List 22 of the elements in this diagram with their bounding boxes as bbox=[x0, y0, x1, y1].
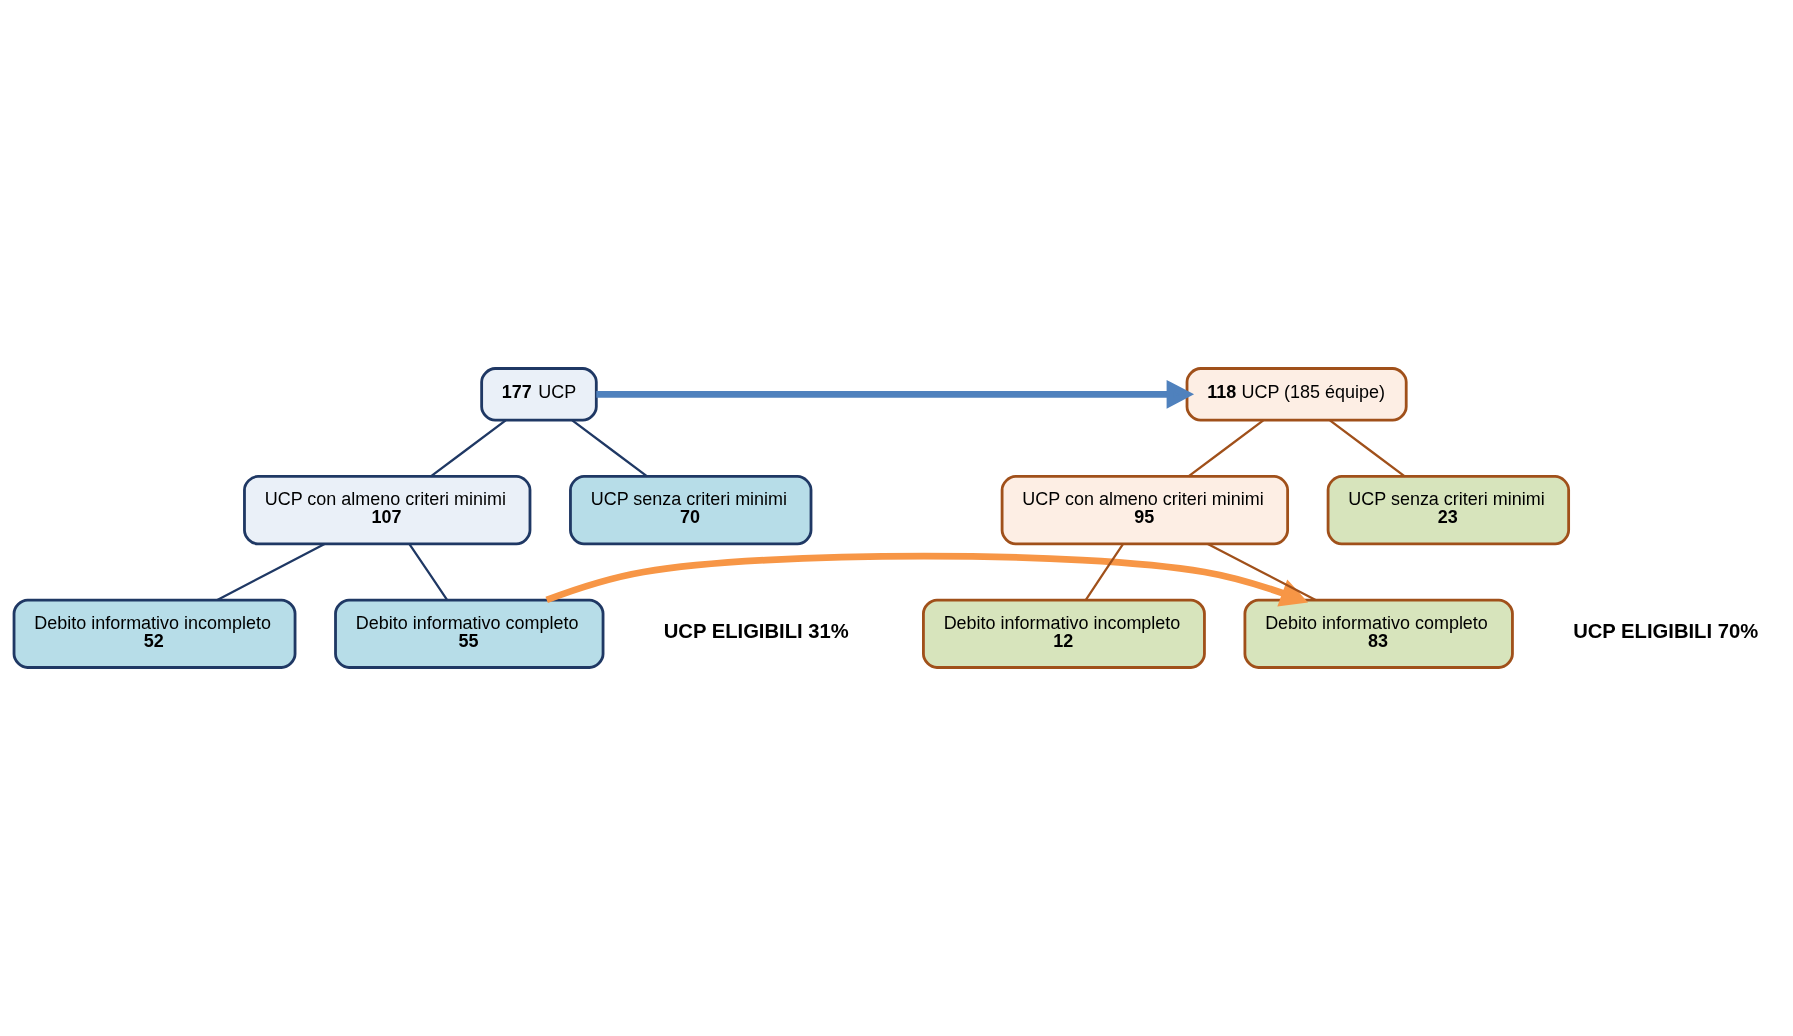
node-box: Debito informativo completo 55 bbox=[333, 598, 604, 669]
connector bbox=[571, 419, 648, 478]
connector bbox=[1084, 543, 1124, 601]
arrow bbox=[545, 552, 1308, 607]
node-box: Debito informativo completo 83 bbox=[1243, 598, 1514, 669]
connector bbox=[429, 419, 506, 478]
node-box: UCP senza criteri minimi 23 bbox=[1326, 475, 1570, 546]
arrow bbox=[595, 379, 1194, 409]
node-box: Debito informativo incompleto 52 bbox=[12, 598, 296, 669]
connector bbox=[216, 542, 325, 601]
connector bbox=[1328, 419, 1405, 478]
node-box: 177 UCP bbox=[479, 367, 598, 422]
node-box: UCP senza criteri minimi 70 bbox=[568, 475, 812, 546]
connector bbox=[1206, 542, 1316, 601]
node-box: UCP con almeno criteri minimi 107 bbox=[242, 475, 531, 546]
node-box: 118 UCP (185 équipe) bbox=[1185, 367, 1408, 422]
connector bbox=[1187, 419, 1264, 478]
node-label: UCP ELIGIBILI 70% bbox=[1572, 619, 1758, 642]
node-label: UCP ELIGIBILI 31% bbox=[663, 619, 849, 642]
node-box: UCP con almeno criteri minimi 95 bbox=[1000, 475, 1289, 546]
connector bbox=[408, 543, 448, 601]
node-box: Debito informativo incompleto 12 bbox=[921, 598, 1206, 669]
